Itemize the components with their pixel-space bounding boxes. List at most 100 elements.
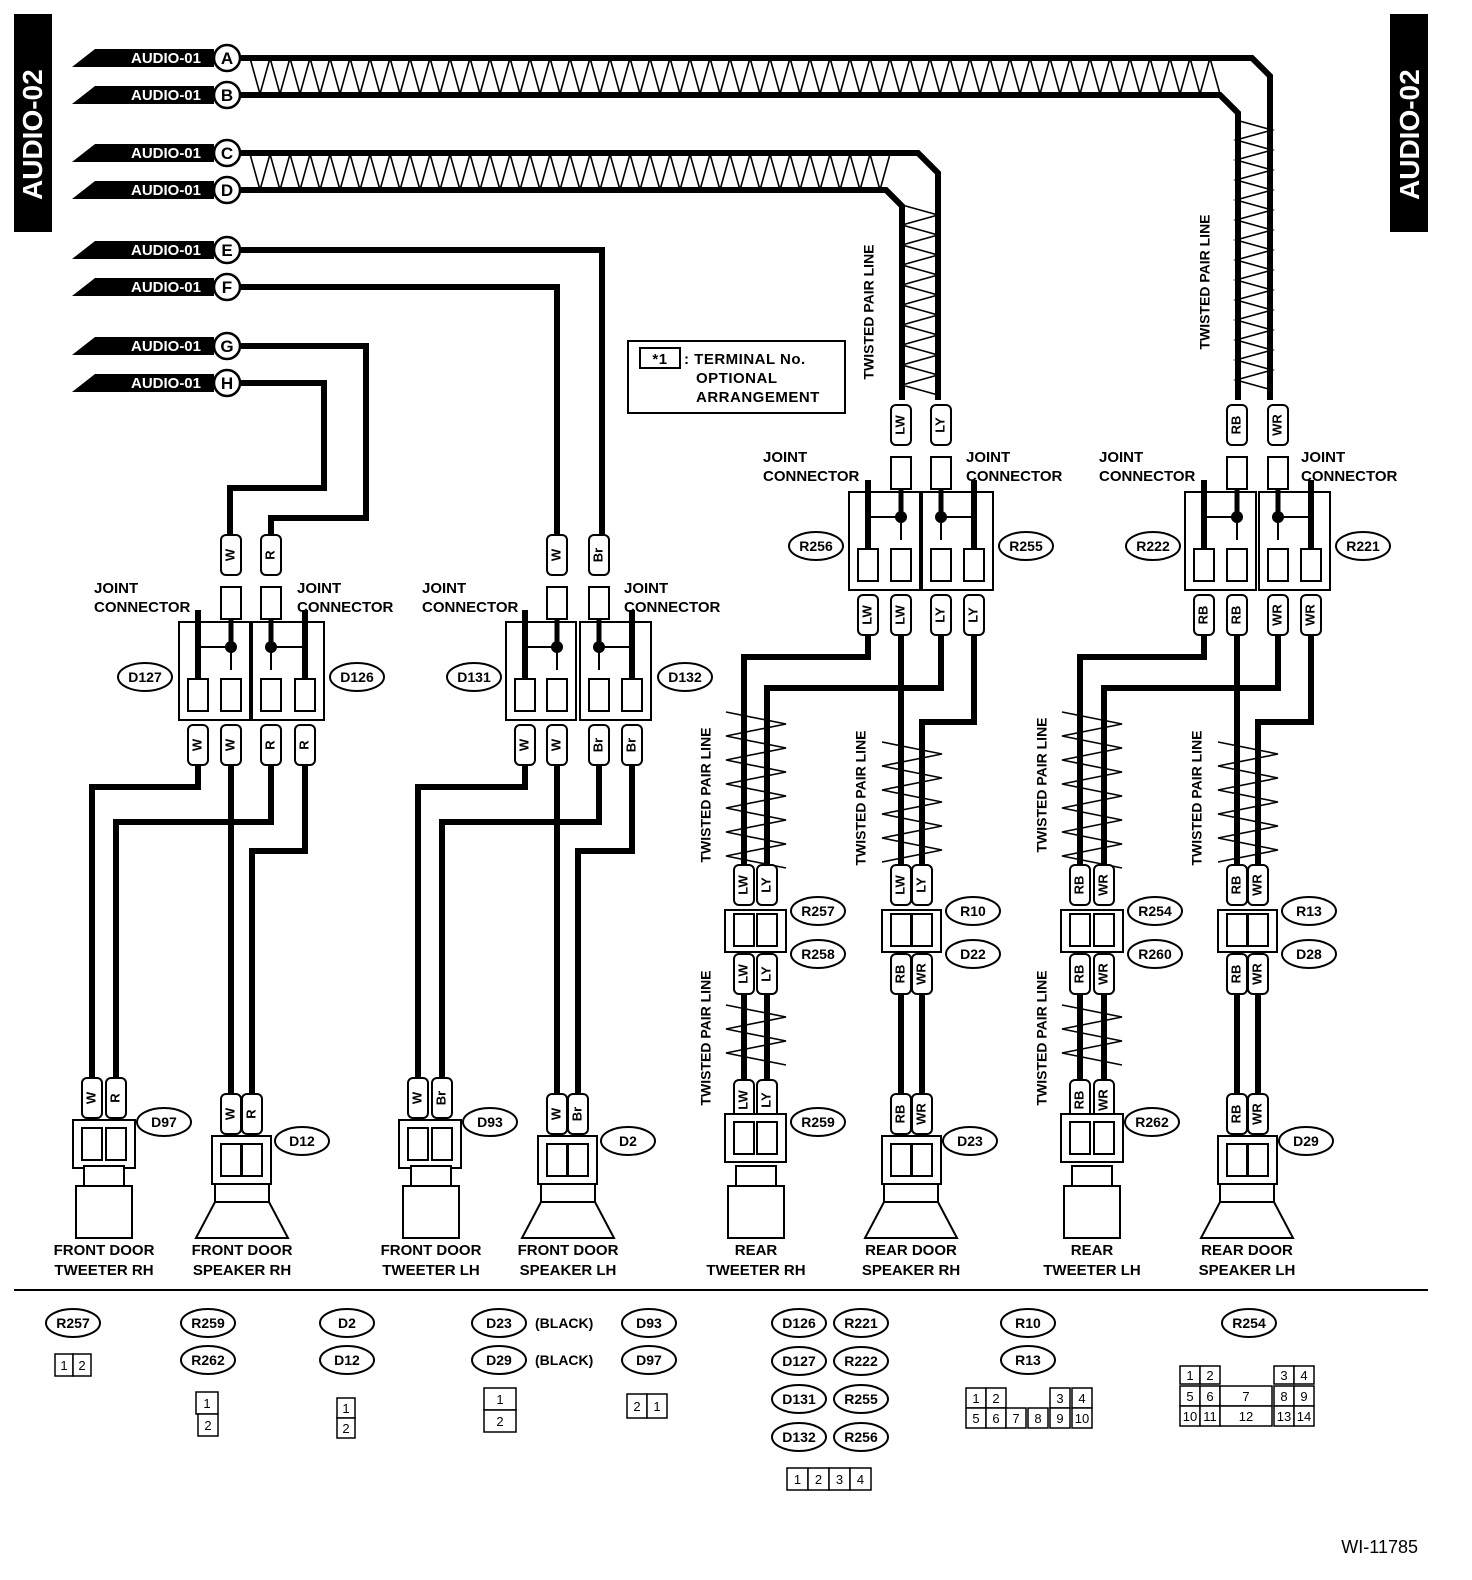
- joint-bus: [1277, 516, 1312, 540]
- wire-color-label-box: [621, 724, 643, 766]
- wire-color-label: LW: [735, 875, 750, 895]
- wire-color-label: WR: [1269, 414, 1284, 436]
- wire-color-label: WR: [1302, 604, 1317, 626]
- pin-cell: [1293, 1405, 1315, 1427]
- wire-color-label-box: [1247, 864, 1269, 906]
- wire-color-label: W: [548, 738, 563, 751]
- pin-number: 1: [1186, 1368, 1193, 1383]
- input-marker: [212, 235, 242, 265]
- wire-color-label: LW: [735, 964, 750, 984]
- footer-connector-label: R254: [1232, 1315, 1266, 1331]
- connector-R254-label: R254: [1138, 903, 1172, 919]
- wire-color-label: LW: [892, 415, 907, 435]
- wire-color-label-box: [431, 1077, 453, 1119]
- footer-connector-label: D131: [782, 1391, 816, 1407]
- wire-color-label: LY: [758, 1092, 773, 1108]
- connector-D131-label: D131: [457, 669, 491, 685]
- connector-D2-label: D2: [619, 1133, 637, 1149]
- joint-connector-body: [251, 621, 325, 721]
- wire-color-label-box: [1069, 864, 1091, 906]
- connector-R13-oval: [1281, 896, 1337, 926]
- pin-number: 11: [1203, 1409, 1217, 1424]
- twisted-pair-twists: [249, 55, 1279, 1066]
- joint-bottom-terminal-pin: [857, 548, 879, 582]
- input-arrow: [72, 241, 214, 259]
- pin-number: 7: [1012, 1411, 1019, 1426]
- wire-color-label: WR: [1095, 1089, 1110, 1111]
- joint-connector-label: CONNECTOR: [422, 599, 519, 616]
- tweeter-neck: [735, 1165, 777, 1187]
- speaker-icon: [863, 1201, 959, 1239]
- connector-R258-oval: [790, 939, 846, 969]
- wire-color-label-box: [514, 724, 536, 766]
- wire-color-label: WR: [913, 963, 928, 985]
- inline-connector-pin: [733, 913, 755, 947]
- twisted-pair-label: TWISTED PAIR LINE: [1197, 214, 1213, 349]
- wire-color-label: LW: [892, 605, 907, 625]
- device-name: FRONT DOOR: [381, 1242, 482, 1259]
- pin-number: 5: [972, 1411, 979, 1426]
- joint-bottom-terminal-pin: [546, 678, 568, 712]
- wire-color-label: WR: [1249, 874, 1264, 896]
- joint-bottom-terminal-pin: [963, 548, 985, 582]
- joint-connector-label: CONNECTOR: [94, 599, 191, 616]
- wire-color-label-box: [567, 1093, 589, 1135]
- joint-connector-body: [848, 491, 921, 591]
- pin-number: 9: [1300, 1389, 1307, 1404]
- connector-D28-label: D28: [1296, 946, 1322, 962]
- wire-color-label: RB: [1228, 965, 1243, 984]
- input-arrow: [72, 49, 214, 67]
- footer-connector-oval: [771, 1346, 827, 1376]
- pin-number: 4: [1078, 1391, 1085, 1406]
- footer-connector-label: D23: [486, 1315, 512, 1331]
- wire: [227, 380, 327, 540]
- wire: [238, 187, 905, 400]
- footer-connector-oval: [771, 1308, 827, 1338]
- wire: [415, 765, 528, 1078]
- pin-number: 2: [992, 1391, 999, 1406]
- wire-color-label: W: [409, 1091, 424, 1104]
- connector-D127-oval: [117, 662, 173, 692]
- connector-R257-label: R257: [801, 903, 835, 919]
- legend-box: *1 : TERMINAL No. OPTIONAL ARRANGEMENT: [627, 340, 846, 414]
- joint-dot: [551, 641, 563, 653]
- wire-color-label: WR: [1249, 1103, 1264, 1125]
- joint-dot: [1272, 511, 1284, 523]
- device-connector-pin: [890, 1143, 912, 1177]
- joint-connector-label: JOINT: [1099, 449, 1143, 466]
- wire-color-label: WR: [1095, 963, 1110, 985]
- input-arrow: [72, 144, 214, 162]
- joint-connector-label: JOINT: [1301, 449, 1345, 466]
- footer-connector-oval: [771, 1384, 827, 1414]
- joint-bottom-terminal-pin: [260, 678, 282, 712]
- twisted-pair-label: TWISTED PAIR LINE: [1034, 970, 1050, 1105]
- speaker-magnet: [214, 1183, 270, 1203]
- wire-color-label: RB: [1195, 606, 1210, 625]
- wire-color-label-box: [930, 404, 952, 446]
- connector-D22-oval: [945, 939, 1001, 969]
- legend-line2: OPTIONAL: [696, 370, 778, 387]
- input-arrow: [72, 181, 214, 199]
- twist-zigzag: [725, 711, 787, 869]
- pin-number: 2: [204, 1418, 211, 1433]
- input-arrow: [72, 374, 214, 392]
- pin-number: 9: [1056, 1411, 1063, 1426]
- device-connector-pin: [105, 1127, 127, 1161]
- joint-bottom-terminal-pin: [1300, 548, 1322, 582]
- wire-color-label: WR: [1095, 874, 1110, 896]
- wire-color-label-box: [1093, 953, 1115, 995]
- wire-color-label-box: [588, 724, 610, 766]
- wire: [1077, 635, 1207, 875]
- wire-color-label: R: [296, 740, 311, 750]
- footer-connector-oval: [621, 1345, 677, 1375]
- input-ref: AUDIO-01: [131, 182, 201, 199]
- pin-number: 8: [1280, 1389, 1287, 1404]
- footer-connector-label: R256: [844, 1429, 878, 1445]
- input-marker: [212, 368, 242, 398]
- wire-color-label-box: [220, 534, 242, 576]
- joint-bus: [867, 516, 902, 540]
- pin-cell: [646, 1393, 668, 1419]
- wire: [238, 284, 560, 540]
